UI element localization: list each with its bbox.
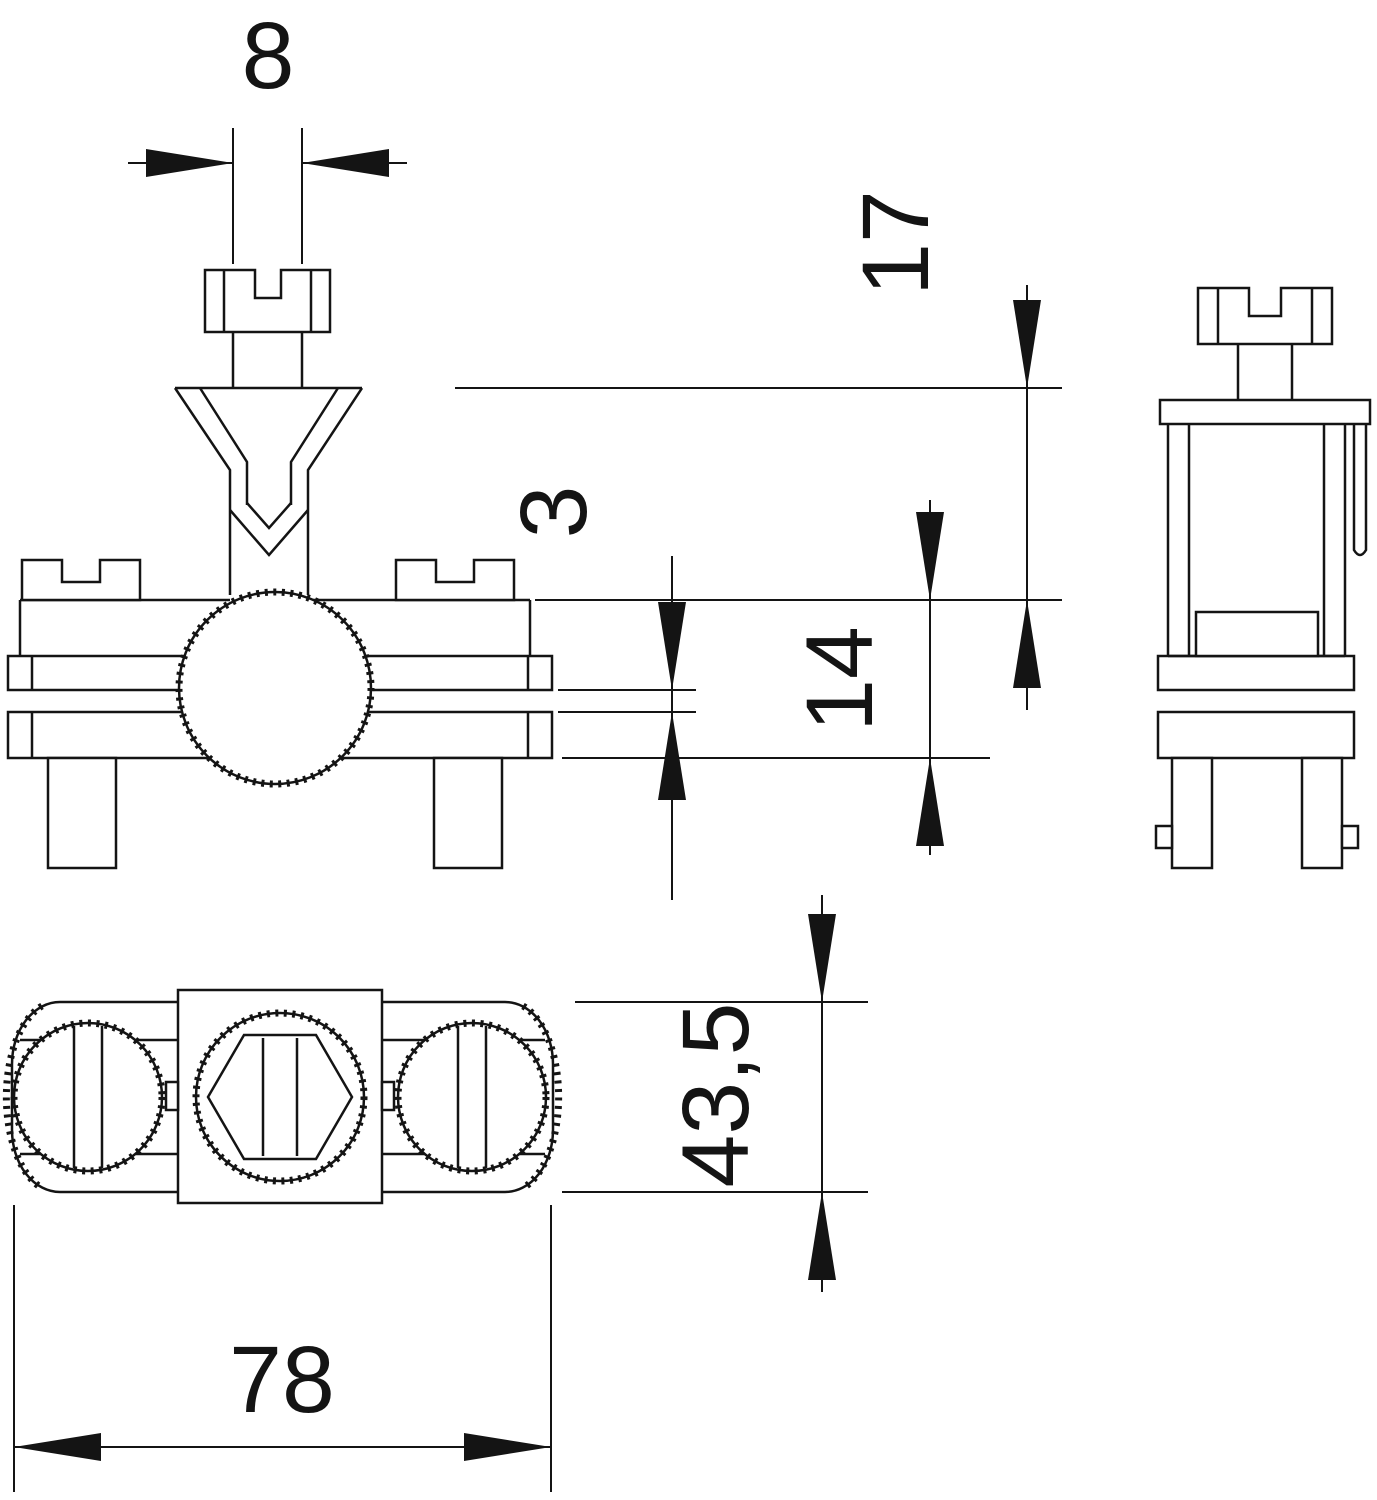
top-left-screw-knurl [10,1019,166,1175]
dim8-label: 8 [242,3,295,109]
dim3-extension-lines [558,689,696,713]
wire-seat-chevron [229,502,309,557]
side-right-leg [1300,756,1344,870]
side-screw-shank [1236,344,1294,400]
top-screw-head-flats [222,270,313,332]
dim43-arrow-down-icon [808,914,836,1002]
top-right-screw-slot [456,1026,488,1168]
bracket-plate [1158,398,1372,426]
side-lower-plate [1156,710,1356,760]
top-left-screw-slot [72,1026,104,1168]
dim17-label: 17 [843,190,949,296]
dim17-arrow-down-icon [1013,300,1041,388]
dim78-arrow-left-icon [14,1433,101,1461]
center-screw-slot [261,1038,299,1156]
plate-end-lines [30,656,530,758]
center-screw-hex [206,1033,354,1161]
funnel-outline [173,386,364,595]
front-view [6,268,554,870]
side-left-leg [1170,756,1214,870]
top-screw-head [203,268,332,334]
dim3-label: 3 [501,486,607,539]
top-center-screw-knurl [192,1009,368,1185]
pipe-circle-knurl [175,588,375,788]
top-right-screw-knurl [394,1019,550,1175]
top-body-left-knurl [2,1002,44,1192]
conductor-block [1194,610,1320,658]
dimension-14: 14 [562,500,990,855]
side-left-foot [1154,824,1174,850]
left-screw-head [20,558,142,602]
top-body-right-knurl [521,1002,563,1192]
dimension-17: 17 [455,190,1062,710]
side-view [1154,286,1372,870]
side-screw-head [1196,286,1334,346]
center-plate-right-nub [380,1080,396,1112]
dim8-arrow-left-icon [302,149,389,177]
hook-tab [1352,424,1368,557]
side-screw-head-flats [1216,288,1314,344]
side-body-walls [1166,424,1347,658]
dim78-arrow-right-icon [464,1433,551,1461]
body-sides [18,600,532,656]
right-screw-head [394,558,516,602]
dim14-arrow-down-icon [916,512,944,600]
dimension-3: 3 [501,486,696,900]
dimension-8: 8 [128,3,407,264]
dim3-arrow-up-icon [658,712,686,800]
right-leg [432,756,504,870]
dim17-arrow-up-icon [1013,600,1041,688]
center-plate-left-nub [164,1080,180,1112]
side-upper-plate [1156,654,1356,692]
left-leg [46,756,118,870]
dimension-43-5: 43,5 [562,895,868,1292]
side-right-foot [1340,824,1360,850]
dim3-arrow-down-icon [658,602,686,690]
dim17-extension-lines [455,387,1062,601]
top-view [2,988,563,1205]
funnel-inner-walls [198,387,340,505]
dim8-arrow-right-icon [146,149,233,177]
dim14-label: 14 [787,626,893,732]
dimension-78: 78 [13,1205,552,1492]
dim43-extension-lines [562,1001,868,1193]
dim78-extension-lines [13,1205,552,1492]
top-screw-shank [231,332,304,388]
dim43-label: 43,5 [663,1003,769,1188]
dim14-arrow-up-icon [916,758,944,846]
dim43-arrow-up-icon [808,1192,836,1280]
dim8-extension-lines [232,128,303,264]
dim78-label: 78 [229,1327,335,1433]
